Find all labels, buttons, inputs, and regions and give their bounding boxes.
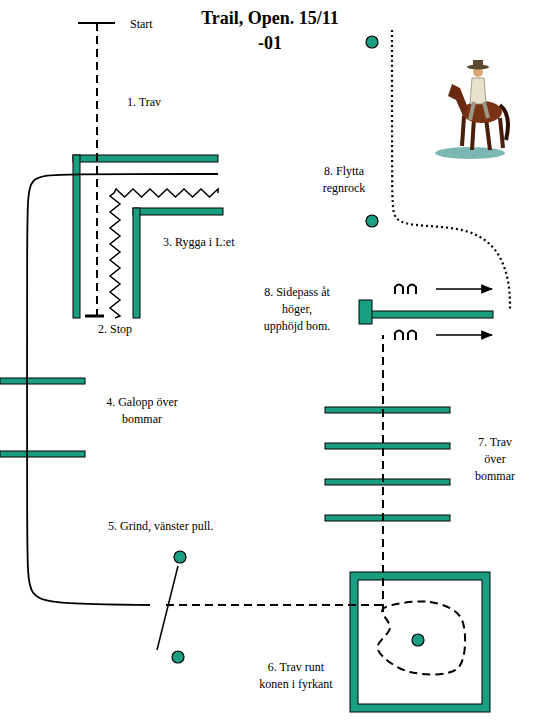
- step-label: 1. Trav: [127, 94, 161, 111]
- poles: [0, 155, 493, 521]
- pole: [325, 515, 450, 521]
- cones: [172, 36, 424, 663]
- cone: [366, 215, 378, 227]
- step-label: 8. Flytta regnrock: [312, 163, 376, 197]
- hoof-prints: [395, 285, 492, 341]
- cone: [412, 634, 424, 646]
- pole: [133, 208, 140, 318]
- pole: [73, 155, 218, 162]
- step-label: 5. Grind, vänster pull.: [108, 518, 213, 535]
- route: [27, 23, 510, 674]
- pole: [325, 479, 450, 485]
- cone: [172, 651, 184, 663]
- pole: [73, 155, 80, 318]
- pole: [0, 378, 85, 384]
- step-label: 2. Stop: [98, 321, 132, 338]
- zigzag: [110, 189, 218, 318]
- step-label: 6. Trav runt konen i fyrkant: [254, 659, 338, 693]
- pole: [0, 451, 85, 457]
- cone: [366, 36, 378, 48]
- pole: [359, 300, 372, 324]
- step-label: 7. Trav över bommar: [470, 434, 520, 485]
- step-label: 8. Sidepass åt höger, upphöjd bom.: [262, 284, 332, 335]
- title: Trail, Open. 15/11 -01: [200, 6, 340, 56]
- step-label: 4. Galopp över bommar: [99, 394, 185, 428]
- pole: [362, 311, 493, 318]
- pole: [133, 208, 223, 215]
- pole: [325, 407, 450, 413]
- step-label: 3. Rygga i L:et: [163, 234, 235, 251]
- horse-rider: [435, 60, 508, 159]
- square-box: [350, 572, 490, 712]
- step-label: Start: [130, 16, 153, 33]
- pole: [325, 443, 450, 449]
- cone: [174, 551, 186, 563]
